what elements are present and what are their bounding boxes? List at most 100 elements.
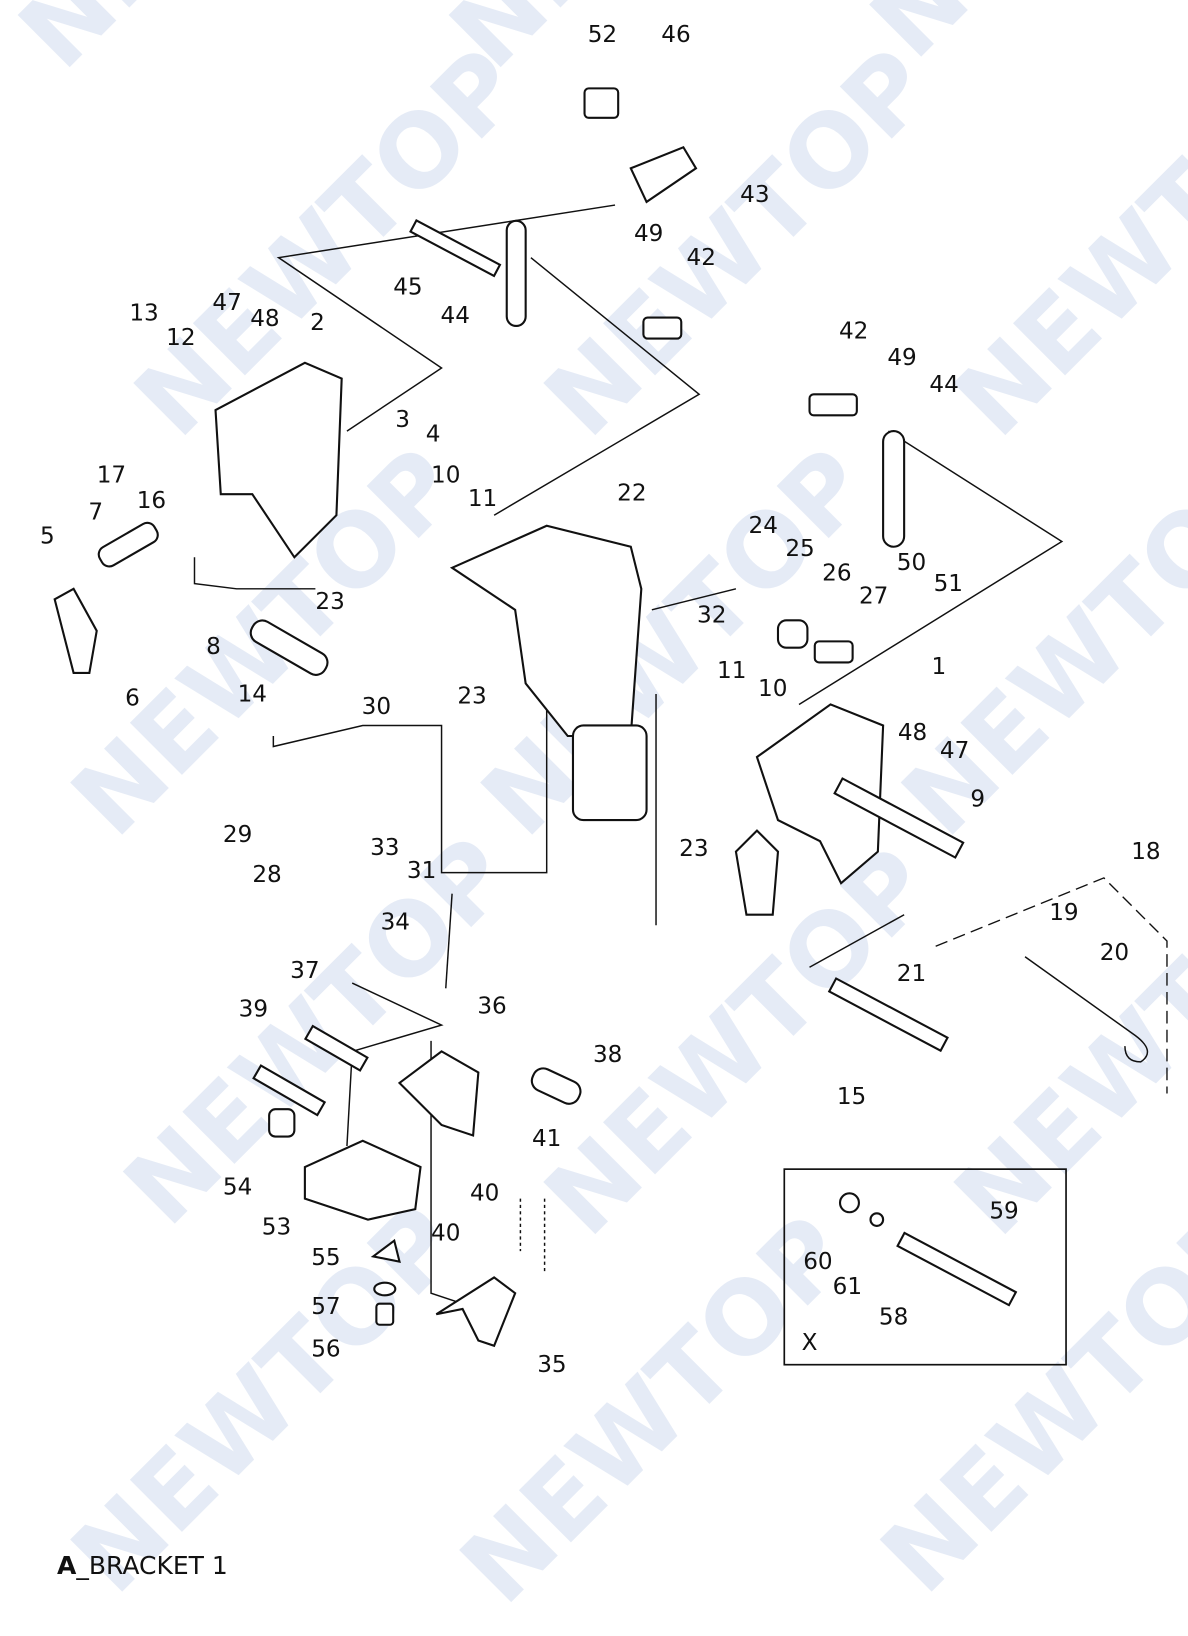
callout-label: 53 <box>262 1214 291 1240</box>
part-38-icon <box>530 1067 582 1105</box>
part-37-icon <box>303 1024 369 1072</box>
callout-label: 15 <box>837 1084 866 1110</box>
callout-label: 36 <box>477 994 506 1020</box>
callout-label: 57 <box>311 1294 340 1320</box>
callout-label: 9 <box>970 786 985 812</box>
callout-label: 5 <box>40 524 55 550</box>
watermark-text: NEWTOP <box>522 825 954 1257</box>
part-15-icon <box>827 977 949 1053</box>
callout-label: 38 <box>593 1042 622 1068</box>
callout-label: 54 <box>223 1174 252 1200</box>
callout-label: 39 <box>239 997 268 1023</box>
callout-label: 23 <box>457 683 486 709</box>
part-36-icon <box>397 1050 480 1137</box>
callout-label: 21 <box>897 961 926 987</box>
callout-label: 32 <box>697 602 726 628</box>
callout-label: 1 <box>931 654 946 680</box>
callout-label: 51 <box>934 571 963 597</box>
part-52-icon <box>583 87 620 119</box>
callout-label: 18 <box>1131 839 1160 865</box>
callout-label: 49 <box>887 345 916 371</box>
callout-label: 31 <box>407 858 436 884</box>
callout-label: 37 <box>290 958 319 984</box>
part-42-icon <box>642 316 683 340</box>
callout-label: 19 <box>1049 900 1078 926</box>
callout-label: 48 <box>250 306 279 332</box>
watermark-text: NEWTOP <box>932 825 1188 1257</box>
callout-label: 2 <box>310 310 325 336</box>
callout-label: 44 <box>441 303 470 329</box>
callout-label: 34 <box>381 909 410 935</box>
part-5b-icon <box>734 829 780 916</box>
callout-label: 12 <box>166 325 195 351</box>
callout-label: 61 <box>833 1274 862 1300</box>
callout-label: 43 <box>740 182 769 208</box>
callout-label: 35 <box>537 1352 566 1378</box>
callout-label: 25 <box>785 536 814 562</box>
callout-label: 28 <box>252 862 281 888</box>
callout-label: 40 <box>431 1221 460 1247</box>
callout-label: 48 <box>898 720 927 746</box>
callout-label: 20 <box>1100 940 1129 966</box>
callout-label: 24 <box>749 513 778 539</box>
part-56-icon <box>375 1302 395 1326</box>
caption-title: _BRACKET 1 <box>76 1551 228 1580</box>
callout-label: 41 <box>532 1126 561 1152</box>
callout-label: 40 <box>470 1181 499 1207</box>
callout-label: 4 <box>426 422 441 448</box>
part-57-icon <box>373 1281 397 1297</box>
callout-label: 16 <box>137 488 166 514</box>
part-53-icon <box>303 1139 422 1221</box>
callout-label: 42 <box>839 319 868 345</box>
part-45-icon <box>409 218 502 278</box>
part-22-tube-icon <box>571 724 648 822</box>
callout-label: 45 <box>393 274 422 300</box>
callout-label: 52 <box>588 22 617 48</box>
callout-label: 11 <box>717 658 746 684</box>
part-58-icon <box>896 1231 1018 1307</box>
part-44b-icon <box>882 430 906 548</box>
callout-label: 33 <box>370 835 399 861</box>
callout-label: 23 <box>679 836 708 862</box>
part-43-icon <box>629 145 698 204</box>
part-27-icon <box>813 640 854 664</box>
part-41-icon <box>519 1198 546 1273</box>
part-44-icon <box>505 219 527 328</box>
callout-label: 42 <box>687 245 716 271</box>
watermark-text: NEWTOP <box>932 26 1188 458</box>
part-14-icon <box>249 619 329 676</box>
part-26-icon <box>776 619 809 649</box>
part-61-icon <box>869 1212 885 1227</box>
callout-label: 11 <box>468 486 497 512</box>
callout-label: 22 <box>617 480 646 506</box>
diagram-caption: A_BRACKET 1 <box>57 1551 228 1580</box>
callout-label: 29 <box>223 822 252 848</box>
callout-label: 10 <box>758 676 787 702</box>
part-18-icon <box>1024 956 1149 1063</box>
callout-label: 23 <box>315 589 344 615</box>
callout-label: 60 <box>803 1249 832 1275</box>
callout-label: 58 <box>879 1305 908 1331</box>
callout-label: 46 <box>661 22 690 48</box>
callout-label: 6 <box>125 686 140 712</box>
caption-prefix: A <box>57 1551 77 1580</box>
part-54-icon <box>268 1108 296 1138</box>
callout-label: 59 <box>989 1199 1018 1225</box>
callout-label: 55 <box>311 1245 340 1271</box>
callout-label: 47 <box>940 738 969 764</box>
callout-label: 44 <box>929 372 958 398</box>
callout-label: X <box>802 1330 818 1356</box>
callout-label: 14 <box>238 681 267 707</box>
part-55-icon <box>370 1238 401 1264</box>
part-60-icon <box>838 1192 860 1214</box>
callout-label: 8 <box>206 634 221 660</box>
callout-label: 7 <box>88 499 103 525</box>
watermark-text: NEWTOP <box>880 426 1188 858</box>
guide-lines <box>193 204 1168 1366</box>
callout-label: 49 <box>634 221 663 247</box>
callout-label: 3 <box>395 407 410 433</box>
part-7-icon <box>97 521 159 568</box>
part-5-icon <box>53 587 98 674</box>
callout-label: 26 <box>822 560 851 586</box>
callout-label: 47 <box>212 290 241 316</box>
